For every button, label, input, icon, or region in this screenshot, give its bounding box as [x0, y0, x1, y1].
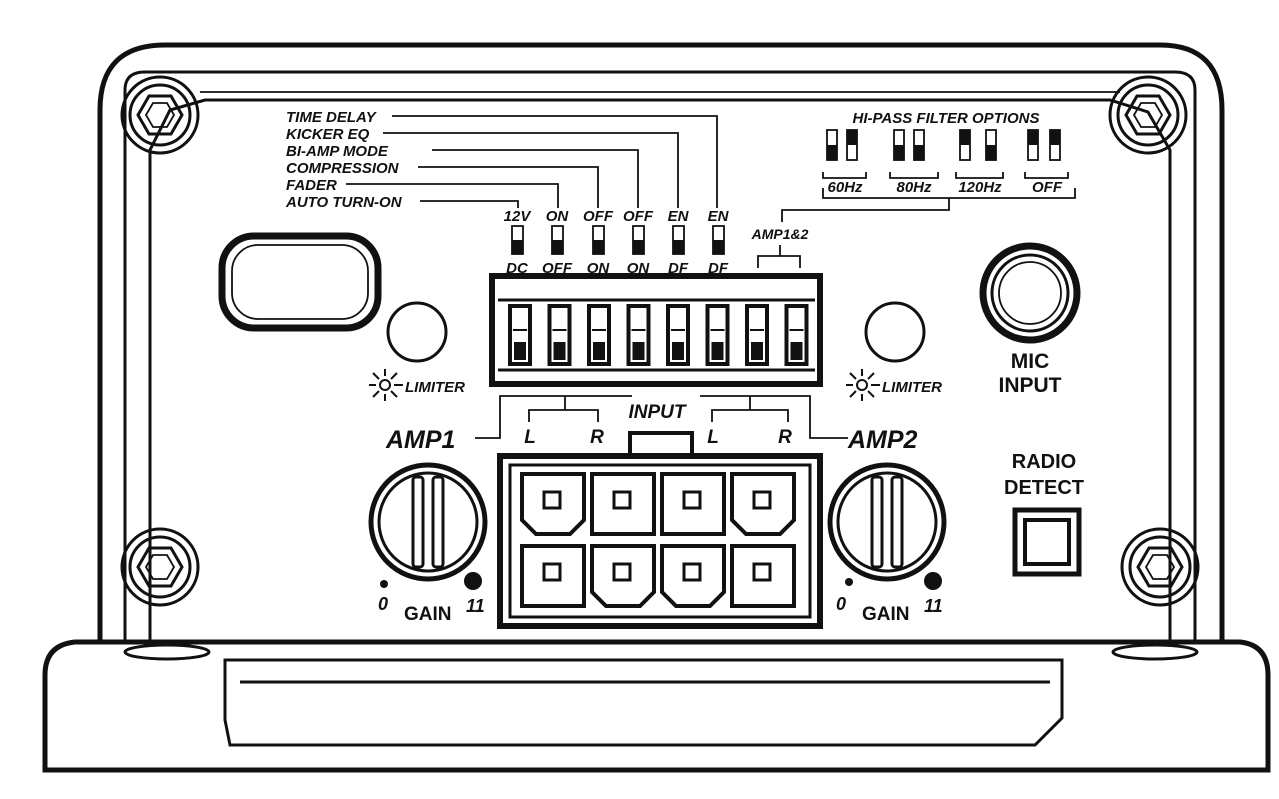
amp2-gain-max: 11	[924, 596, 943, 616]
input-title: INPUT	[629, 402, 687, 423]
connector-pin-3	[660, 472, 726, 536]
dip-key-7[interactable]	[745, 304, 769, 366]
dip4-bottom: ON	[627, 260, 651, 277]
dip-switch-icons	[511, 225, 725, 255]
hipass-title: HI-PASS FILTER OPTIONS	[853, 110, 1040, 127]
dip1-top: 12V	[504, 208, 533, 225]
base-plate	[42, 639, 1271, 773]
mic-label-line2: INPUT	[999, 374, 1062, 397]
connector-pin-7	[660, 544, 726, 608]
hipass-120hz: 120Hz	[958, 179, 1002, 196]
amp2-gain-max-dot	[924, 572, 942, 590]
dip-key-5[interactable]	[666, 304, 690, 366]
input-left-r: R	[590, 427, 604, 448]
dip3-bottom: ON	[587, 260, 611, 277]
amp2-gain-knob[interactable]	[827, 462, 947, 582]
limiter-label-right: LIMITER	[882, 379, 942, 396]
corner-bolt-bottom-left	[120, 527, 200, 607]
amp1-label: AMP1	[385, 426, 455, 454]
mic-input-jack[interactable]	[979, 242, 1081, 344]
dip-key-8[interactable]	[784, 304, 809, 366]
indicator-window	[218, 232, 382, 332]
dip6-top: EN	[708, 208, 730, 225]
label-auto-turn-on: AUTO TURN-ON	[285, 194, 403, 211]
amp2-gain-min-dot	[845, 578, 853, 586]
dip-feature-labels: TIME DELAY KICKER EQ BI-AMP MODE COMPRES…	[285, 109, 718, 211]
label-compression: COMPRESSION	[286, 160, 400, 177]
dip-key-4[interactable]	[626, 304, 651, 366]
dip-key-1[interactable]	[508, 304, 532, 366]
limiter-label-left: LIMITER	[405, 379, 465, 396]
corner-bolt-top-left	[120, 75, 200, 155]
amp1-gain-min: 0	[378, 594, 388, 614]
hipass-60hz: 60Hz	[827, 179, 863, 196]
connector-pin-5	[520, 544, 586, 608]
connector-pin-8	[730, 544, 796, 608]
amp1-gain-min-dot	[380, 580, 388, 588]
limiter-led-left	[386, 301, 448, 363]
dip-switch-values: 12V ON OFF OFF EN EN DC OFF ON ON DF DF	[504, 208, 730, 277]
corner-bolt-bottom-right	[1120, 527, 1200, 607]
connector-pin-2	[590, 472, 656, 536]
limiter-right-indicator	[846, 369, 880, 401]
dip2-top: ON	[546, 208, 570, 225]
connector-pin-1	[520, 472, 586, 536]
dip-key-6[interactable]	[705, 304, 730, 366]
amp2-gain-label: GAIN	[862, 604, 910, 625]
limiter-left-indicator	[369, 369, 403, 401]
dip-key-2[interactable]	[547, 304, 572, 366]
amp2-gain-min: 0	[836, 594, 846, 614]
limiter-led-right	[864, 301, 926, 363]
connector-pin-6	[590, 544, 656, 608]
radio-detect-line1: RADIO	[1012, 451, 1076, 473]
dip-switch-block	[489, 273, 823, 387]
hipass-filter-options: HI-PASS FILTER OPTIONS 60Hz 80Hz 120Hz O…	[751, 110, 1076, 268]
dip1-bottom: DC	[506, 260, 529, 277]
mic-label-line1: MIC	[1011, 350, 1050, 373]
label-fader: FADER	[286, 177, 337, 194]
dip6-bottom: DF	[708, 260, 729, 277]
connector-pin-4	[730, 472, 796, 536]
input-channel-brackets: INPUT L R L R	[475, 395, 848, 448]
label-kicker-eq: KICKER EQ	[286, 126, 370, 143]
hipass-amp-label: AMP1&2	[751, 226, 809, 242]
input-left-l: L	[524, 427, 536, 448]
hipass-80hz: 80Hz	[896, 179, 932, 196]
input-right-r: R	[778, 427, 792, 448]
radio-detect-button[interactable]	[1012, 507, 1082, 577]
radio-detect-line2: DETECT	[1004, 477, 1084, 499]
amp1-gain-knob[interactable]	[368, 462, 488, 582]
dip5-bottom: DF	[668, 260, 689, 277]
label-time-delay: TIME DELAY	[286, 109, 378, 126]
amp1-gain-max: 11	[466, 596, 485, 616]
label-bi-amp-mode: BI-AMP MODE	[286, 143, 389, 160]
hipass-off: OFF	[1032, 179, 1063, 196]
input-connector[interactable]	[497, 431, 823, 629]
dip3-top: OFF	[583, 208, 614, 225]
dip-key-3[interactable]	[587, 304, 611, 366]
dip2-bottom: OFF	[542, 260, 573, 277]
input-right-l: L	[707, 427, 719, 448]
amp1-gain-label: GAIN	[404, 604, 452, 625]
corner-bolt-top-right	[1108, 75, 1188, 155]
dip5-top: EN	[668, 208, 690, 225]
amp1-gain-max-dot	[464, 572, 482, 590]
amp2-label: AMP2	[847, 426, 918, 454]
dip4-top: OFF	[623, 208, 654, 225]
